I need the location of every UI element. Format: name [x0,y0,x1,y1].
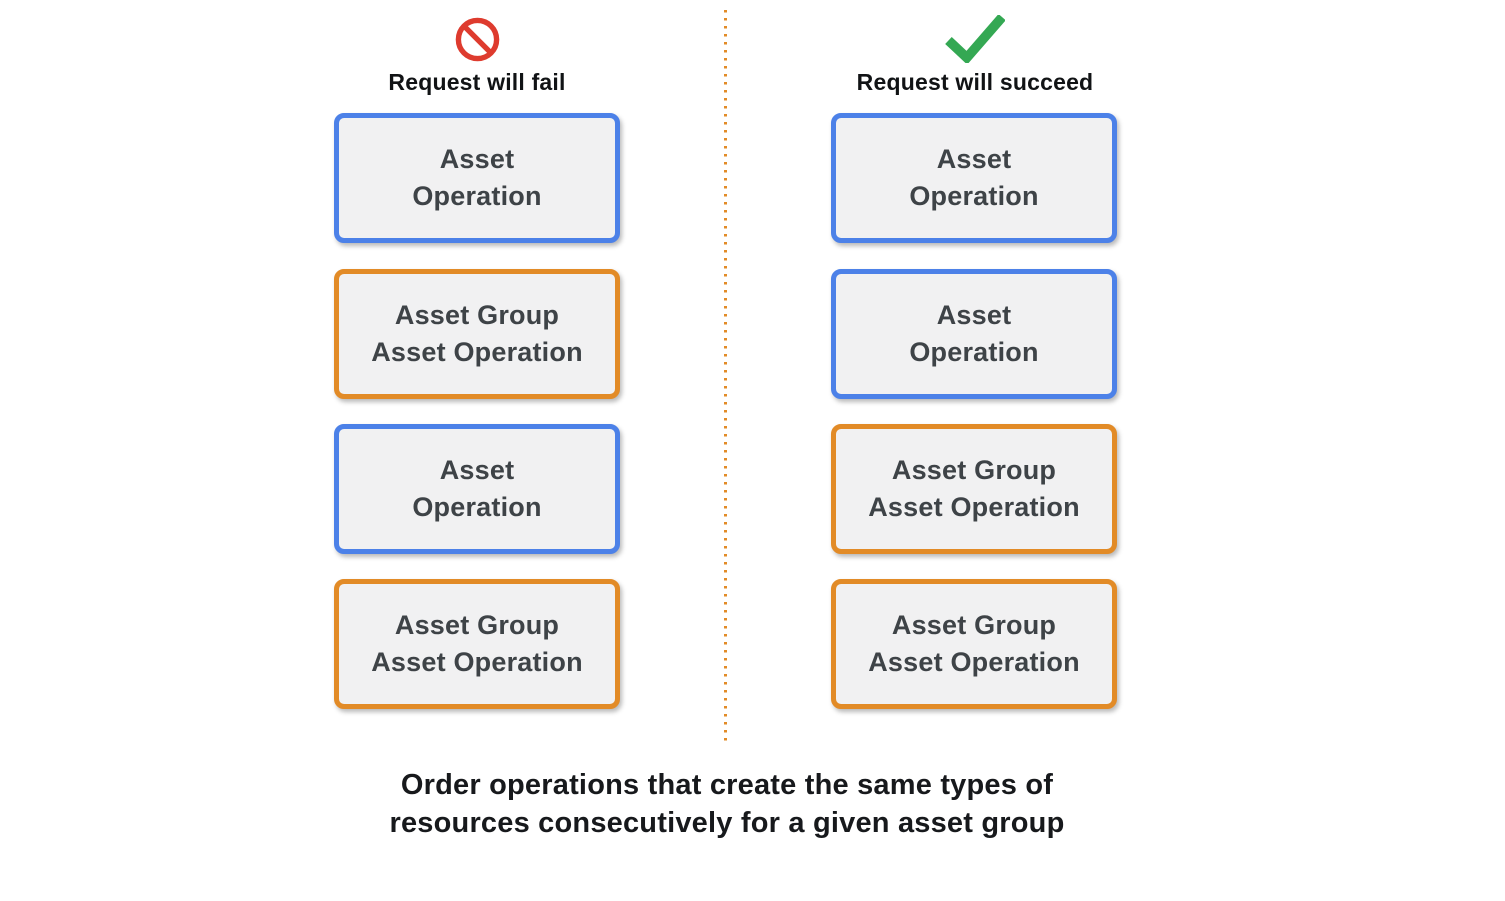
caption-line2: resources consecutively for a given asse… [389,807,1065,839]
diagram-caption: Order operations that create the same ty… [227,766,1227,842]
fail-node-asset-operation-1: Asset Operation [334,113,620,243]
node-label-line2: Asset Operation [868,492,1080,522]
node-label: Asset Group Asset Operation [371,607,583,681]
succeed-column-header: Request will succeed [832,14,1118,96]
succeed-node-asset-group-asset-operation-1: Asset Group Asset Operation [831,424,1117,554]
succeed-column-title: Request will succeed [856,69,1094,95]
node-label-line2: Operation [909,181,1039,211]
node-label-line1: Asset Group [891,610,1057,640]
succeed-node-asset-group-asset-operation-2: Asset Group Asset Operation [831,579,1117,709]
no-entry-icon-svg [455,17,499,61]
node-label-line2: Operation [412,492,542,522]
node-label-line1: Asset [936,300,1012,330]
fail-column-title: Request will fail [388,69,566,95]
fail-node-asset-group-asset-operation-2: Asset Group Asset Operation [334,579,620,709]
node-label-line1: Asset [936,144,1012,174]
caption-line1: Order operations that create the same ty… [400,769,1054,801]
succeed-node-asset-operation-2: Asset Operation [831,269,1117,399]
node-label-line1: Asset [439,144,515,174]
node-label-line1: Asset Group [891,455,1057,485]
node-label-line2: Operation [412,181,542,211]
column-divider-dotted-line [724,10,727,742]
node-label: Asset Operation [412,141,541,215]
node-label: Asset Operation [909,297,1038,371]
succeed-node-asset-operation-1: Asset Operation [831,113,1117,243]
node-label-line2: Operation [909,337,1039,367]
node-label: Asset Group Asset Operation [371,297,583,371]
node-label-line2: Asset Operation [868,647,1080,677]
no-entry-icon [454,14,501,64]
node-label-line2: Asset Operation [371,647,583,677]
fail-node-asset-operation-2: Asset Operation [334,424,620,554]
checkmark-icon [945,14,1005,64]
fail-column-header: Request will fail [334,14,620,96]
node-label-line1: Asset [439,455,515,485]
node-label-line1: Asset Group [394,300,560,330]
node-label: Asset Group Asset Operation [868,452,1080,526]
node-label: Asset Operation [412,452,541,526]
node-label: Asset Group Asset Operation [868,607,1080,681]
fail-node-asset-group-asset-operation-1: Asset Group Asset Operation [334,269,620,399]
node-label-line2: Asset Operation [371,337,583,367]
checkmark-icon-svg [945,15,1005,63]
node-label: Asset Operation [909,141,1038,215]
node-label-line1: Asset Group [394,610,560,640]
